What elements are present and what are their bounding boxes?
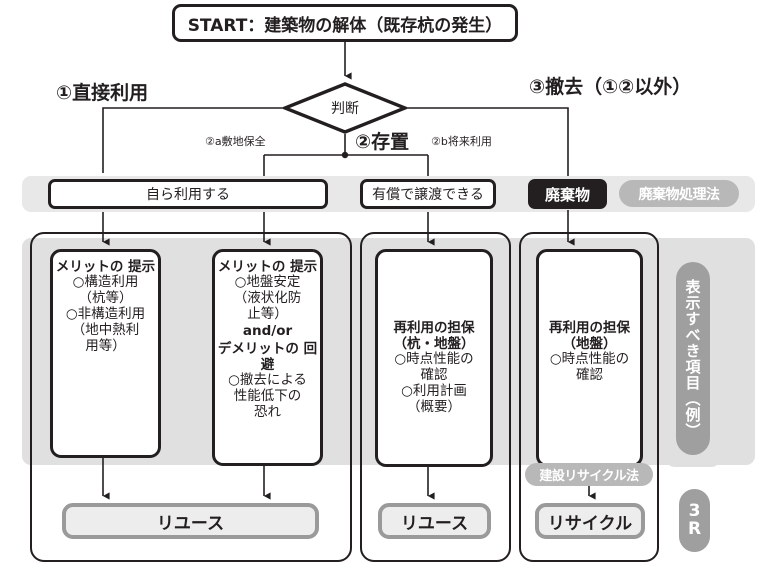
card-reuse-assurance-ground[interactable]: 再利用の担保 （地盤） ○時点性能の 確認 <box>536 249 643 467</box>
card-bullet: ○構造利用 （杭等） <box>72 274 139 307</box>
card-title: メリットの 提示 <box>217 259 318 275</box>
card-bullet: ○非構造利用 （地中熱利 用等） <box>65 306 146 354</box>
card-bullet: ○利用計画 （概要） <box>401 383 467 416</box>
result-reuse-left[interactable]: リユース <box>62 503 319 539</box>
branch-label-site-preservation: ②a敷地保全 <box>205 135 266 148</box>
start-node[interactable]: START：建築物の解体（既存杭の発生） <box>172 4 518 42</box>
group-frame-direct-use <box>30 232 352 562</box>
decision-label: 判断 <box>331 101 359 117</box>
badge-3r-line2: R <box>687 518 702 539</box>
badge-items-to-display: 表示すべき項目（例） <box>676 262 710 455</box>
card-title: 再利用の担保 （地盤） <box>549 320 630 353</box>
badge-3r: 3 R <box>679 489 710 552</box>
card-bullet: ○地盤安定 （液状化防 止等） <box>233 274 302 323</box>
badge-3r-line1: 3 <box>688 500 701 521</box>
branch-label-removal: ③撤去（①②以外） <box>529 76 692 98</box>
decision-diamond[interactable] <box>283 82 407 134</box>
card-connector-andor: and/or <box>242 322 293 339</box>
card-bullet: ○時点性能の 確認 <box>394 351 474 384</box>
badge-waste-disposal-law: 廃棄物処理法 <box>619 180 739 207</box>
branch-label-future-use: ②b将来利用 <box>431 135 492 148</box>
node-waste[interactable]: 廃棄物 <box>528 179 607 209</box>
result-recycle[interactable]: リサイクル <box>535 503 645 539</box>
branch-label-storage: ②存置 <box>355 131 410 153</box>
card-merit-ground-stability[interactable]: メリットの 提示 ○地盤安定 （液状化防 止等） and/or デメリットの 回… <box>212 249 323 466</box>
card-subtitle: デメリットの 回避 <box>217 340 318 374</box>
node-self-use[interactable]: 自ら利用する <box>48 179 328 209</box>
card-title: メリットの 提示 <box>55 259 156 275</box>
card-reuse-assurance-pile-ground[interactable]: 再利用の担保 （杭・地盤） ○時点性能の 確認 ○利用計画 （概要） <box>375 249 493 467</box>
result-reuse-mid[interactable]: リユース <box>378 503 491 539</box>
card-bullet: ○時点性能の 確認 <box>549 351 630 384</box>
card-title: 再利用の担保 （杭・地盤） <box>393 320 475 353</box>
group-frame-removal <box>519 232 659 562</box>
branch-label-direct-use: ①直接利用 <box>56 82 149 104</box>
badge-construction-recycle-law: 建設リサイクル法 <box>525 463 653 486</box>
card-merit-structural[interactable]: メリットの 提示 ○構造利用 （杭等） ○非構造利用 （地中熱利 用等） <box>50 249 161 458</box>
card-bullet: ○撤去による 性能低下の 恐れ <box>228 372 307 421</box>
node-sell-for-value[interactable]: 有償で譲渡できる <box>360 179 496 209</box>
group-frame-storage <box>360 232 511 562</box>
